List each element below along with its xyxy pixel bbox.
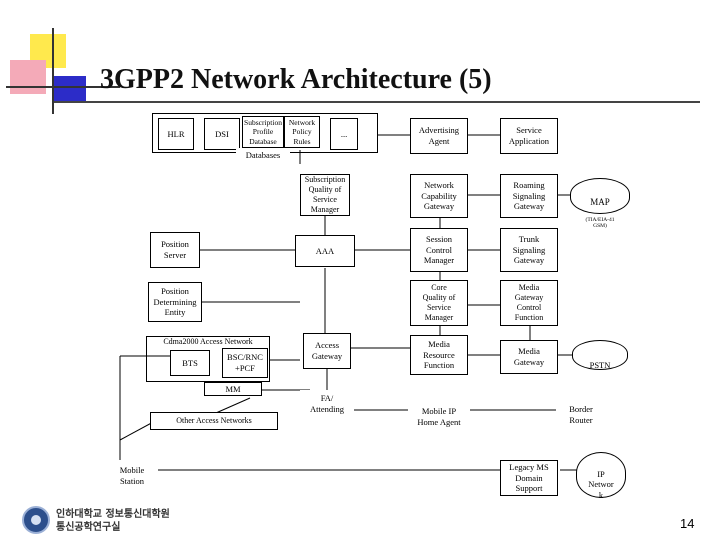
decor-horizontal-line <box>6 86 120 88</box>
roaming-signaling-gateway-node: Roaming Signaling Gateway <box>500 174 558 218</box>
footer-line1: 인하대학교 정보통신대학원 <box>56 509 170 520</box>
databases-label: Databases <box>236 148 290 162</box>
advertising-agent-node: Advertising Agent <box>410 118 468 154</box>
footer-line2: 통신공학연구실 <box>56 522 121 533</box>
subscription-profile-database-node: Subscription Profile Database <box>242 116 284 148</box>
mobile-station-label: Mobile Station <box>106 462 158 490</box>
mm-node: MM <box>204 382 262 396</box>
map-label: MAP <box>590 197 610 208</box>
aaa-node: AAA <box>295 235 355 267</box>
mobile-ip-home-agent-label: Mobile IP Home Agent <box>408 404 470 430</box>
cdma2000-access-network-label: Cdma2000 Access Network <box>163 337 253 346</box>
media-gateway-control-function-node: Media Gateway Control Function <box>500 280 558 326</box>
dsi-node: DSI <box>204 118 240 150</box>
network-policy-rules-node: Network Policy Rules <box>284 116 320 148</box>
access-gateway-node: Access Gateway <box>303 333 351 369</box>
hlr-node: HLR <box>158 118 194 150</box>
subscription-qos-manager-node: Subscription Quality of Service Manager <box>300 174 350 216</box>
network-capability-gateway-node: Network Capability Gateway <box>410 174 468 218</box>
fa-attending-label: FA/ Attending <box>300 390 354 418</box>
service-application-node: Service Application <box>500 118 558 154</box>
title-underline <box>54 101 700 103</box>
ellipsis-node: ... <box>330 118 358 150</box>
other-access-networks-label: Other Access Networks <box>150 412 278 430</box>
pstn-label: PSTN <box>589 360 611 371</box>
ip-network-cloud: IP Networ k <box>576 452 626 500</box>
page-title: 3GPP2 Network Architecture (5) <box>100 64 492 95</box>
media-gateway-node: Media Gateway <box>500 340 558 374</box>
university-seal-icon <box>22 506 50 534</box>
cdma2000-access-network-frame <box>146 336 270 382</box>
page-number: 14 <box>680 516 695 531</box>
bts-node: BTS <box>170 350 210 376</box>
databases-group-frame <box>152 113 378 153</box>
decor-blue-square <box>54 76 86 102</box>
footer-institution: 인하대학교 정보통신대학원 통신공학연구실 <box>56 508 170 534</box>
core-qos-manager-node: Core Quality of Service Manager <box>410 280 468 326</box>
position-server-node: Position Server <box>150 232 200 268</box>
media-resource-function-node: Media Resource Function <box>410 335 468 375</box>
position-determining-entity-node: Position Determining Entity <box>148 282 202 322</box>
bsc-rnc-pcf-node: BSC/RNC +PCF <box>222 348 268 378</box>
trunk-signaling-gateway-node: Trunk Signaling Gateway <box>500 228 558 272</box>
map-cloud: MAP (TIA/EIA-41 GSM) <box>570 178 630 228</box>
ip-network-label: IP Networ k <box>588 469 614 500</box>
pstn-cloud: PSTN <box>572 340 628 370</box>
map-sublabel: (TIA/EIA-41 GSM) <box>585 217 615 229</box>
decor-vertical-line <box>52 28 54 114</box>
session-control-manager-node: Session Control Manager <box>410 228 468 272</box>
legacy-ms-domain-support-node: Legacy MS Domain Support <box>500 460 558 496</box>
border-router-label: Border Router <box>556 402 606 428</box>
decor-pink-square <box>10 60 46 94</box>
